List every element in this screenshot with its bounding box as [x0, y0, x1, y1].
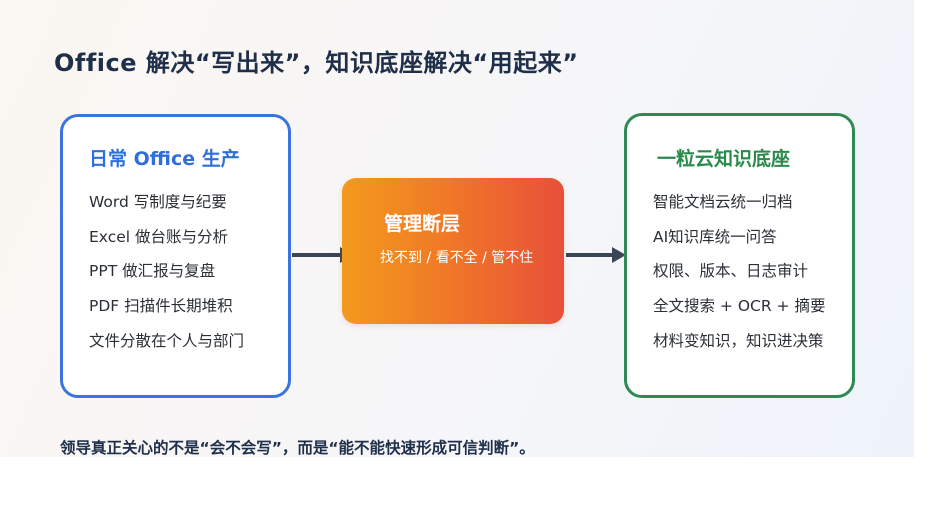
list-item: 文件分散在个人与部门 [89, 331, 245, 350]
list-item: 智能文档云统一归档 [653, 193, 793, 211]
list-item: PPT 做汇报与复盘 [89, 262, 216, 281]
management-gap-box: 管理断层 找不到 / 看不全 / 管不住 [342, 178, 564, 324]
management-gap-subtitle: 找不到 / 看不全 / 管不住 [380, 250, 534, 266]
knowledge-base-list: 智能文档云统一归档 AI知识库统一问答 权限、版本、日志审计 全文搜索 + OC… [653, 191, 825, 364]
arrow-shaft [566, 253, 614, 257]
list-item: 权限、版本、日志审计 [653, 262, 809, 281]
arrow-right-icon [566, 247, 626, 263]
list-item: AI知识库统一问答 [653, 227, 777, 246]
arrow-head [612, 247, 626, 263]
slide-title: Office 解决“写出来”，知识底座解决“用起来” [54, 49, 579, 77]
office-production-box: 日常 Office 生产 Word 写制度与纪要 Excel 做台账与分析 PP… [60, 114, 291, 398]
office-production-heading: 日常 Office 生产 [89, 148, 240, 170]
list-item: Excel 做台账与分析 [89, 227, 228, 246]
list-item: PDF 扫描件长期堆积 [89, 297, 233, 316]
bottom-note: 领导真正关心的不是“会不会写”，而是“能不能快速形成可信判断”。 [60, 439, 535, 457]
list-item: 全文搜索 + OCR + 摘要 [653, 297, 826, 316]
list-item: 材料变知识，知识进决策 [653, 331, 824, 350]
arrow-shaft [292, 253, 342, 257]
knowledge-base-box: 一粒云知识底座 智能文档云统一归档 AI知识库统一问答 权限、版本、日志审计 全… [624, 113, 855, 398]
office-production-list: Word 写制度与纪要 Excel 做台账与分析 PPT 做汇报与复盘 PDF … [89, 191, 244, 364]
slide: Office 解决“写出来”，知识底座解决“用起来” 日常 Office 生产 … [0, 0, 914, 457]
management-gap-heading: 管理断层 [384, 213, 461, 235]
list-item: Word 写制度与纪要 [89, 193, 227, 211]
knowledge-base-heading: 一粒云知识底座 [657, 148, 791, 170]
